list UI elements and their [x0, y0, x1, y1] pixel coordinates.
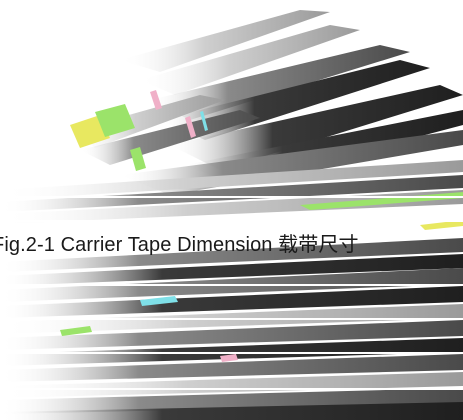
scanline-break [0, 196, 463, 198]
lower-streaks [0, 238, 463, 420]
scanline-break [0, 318, 463, 320]
scanline-break [0, 388, 463, 390]
scanline-break [0, 352, 463, 354]
figure-caption: Fig.2-1 Carrier Tape Dimension 载带尺寸 [0, 234, 359, 256]
scanline-break [0, 220, 463, 222]
upper-color-accents [70, 90, 208, 171]
middle-streaks [0, 160, 463, 230]
scanline-break [0, 284, 463, 286]
